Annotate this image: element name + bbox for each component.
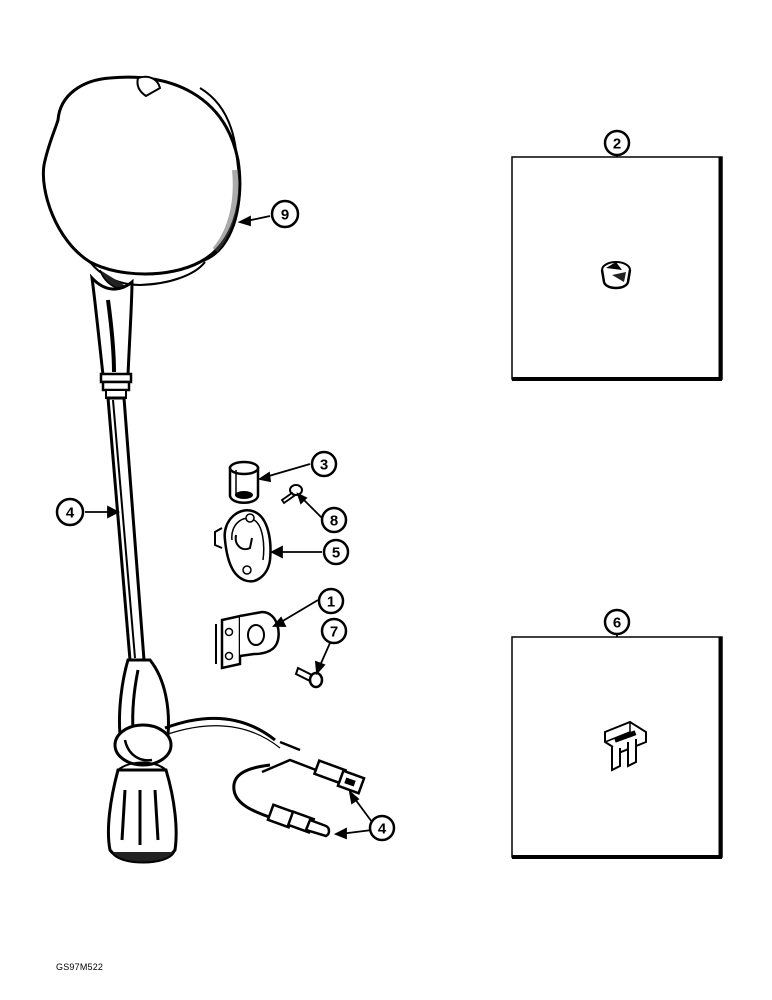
lamp-head (41, 75, 242, 292)
screw-part-2 (294, 666, 324, 689)
spacer-part (228, 460, 260, 504)
drawing-code: GS97M522 (56, 962, 104, 972)
svg-text:8: 8 (330, 513, 338, 530)
svg-text:5: 5 (332, 545, 340, 562)
part-2-detail-box (511, 156, 723, 381)
connector-upper (312, 759, 366, 795)
callout-7: 7 (320, 617, 348, 645)
svg-text:4: 4 (66, 505, 75, 522)
callout-4-stalk: 4 (55, 497, 85, 527)
svg-text:3: 3 (320, 457, 328, 474)
mounting-base-part (214, 509, 272, 583)
svg-text:7: 7 (330, 624, 338, 641)
callout-3: 3 (310, 450, 338, 478)
switch-body (106, 658, 178, 864)
callout-6: 6 (603, 608, 631, 636)
callout-8: 8 (320, 506, 348, 534)
fuse-part (604, 720, 647, 772)
svg-text:6: 6 (613, 615, 621, 632)
callout-9: 9 (270, 199, 300, 229)
wiring-harness (164, 716, 366, 838)
callout-4-harness: 4 (368, 814, 396, 842)
callout-1: 1 (317, 587, 345, 615)
svg-text:9: 9 (281, 207, 289, 224)
stalk-grip (89, 273, 134, 399)
plug-part (600, 261, 632, 290)
part-6-detail-box (511, 636, 723, 859)
svg-text:2: 2 (613, 136, 621, 153)
stalk-tube (106, 396, 146, 662)
svg-text:4: 4 (378, 821, 387, 838)
svg-text:1: 1 (327, 594, 335, 611)
connector-lower (266, 803, 331, 838)
screw-part (280, 484, 303, 505)
bracket-part (215, 610, 280, 670)
callout-5: 5 (322, 538, 350, 566)
callout-2: 2 (603, 129, 631, 157)
